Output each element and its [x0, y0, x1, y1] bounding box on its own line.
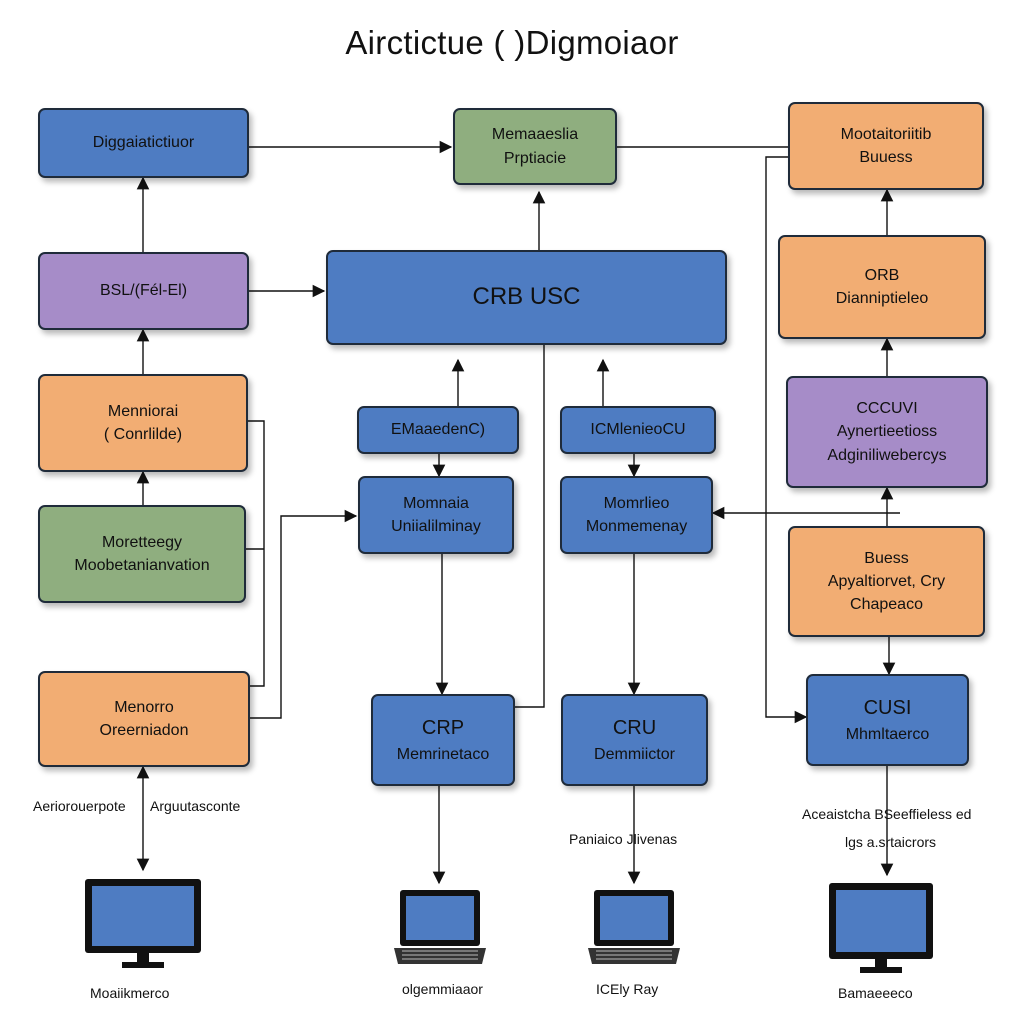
caption-center: Paniaico Jlivenas — [569, 831, 678, 847]
caption-left-a: Aeriorouerpote — [33, 798, 126, 814]
node-mid-left-2: Momnaia Uniialilminay — [358, 476, 514, 554]
node-left-4: Moretteegy Moobetanianvation — [38, 505, 246, 603]
caption-left-b: Arguutasconte — [150, 798, 241, 814]
node-mid-left-1: EMaaedenC) — [357, 406, 519, 454]
node-top-center: Memaaeslia Prptiacie — [453, 108, 617, 185]
node-mid-left-3: CRP Memrinetaco — [371, 694, 515, 786]
node-top-right: Mootaitoriitib Buuess — [788, 102, 984, 190]
monitor-icon — [85, 879, 201, 968]
edge — [515, 345, 545, 708]
edge — [250, 509, 358, 719]
node-center-main: CRB USC — [326, 250, 727, 345]
node-right-2: ORB Dianniptieleo — [778, 235, 986, 339]
node-left-2: BSL/(Fél-El) — [38, 252, 249, 330]
device-label: Bamaeeeco — [838, 985, 913, 1001]
node-mid-right-3: CRU Demmiictor — [561, 694, 708, 786]
node-right-3: CCCUVI Aynertieetioss Adginiliwebercys — [786, 376, 988, 488]
laptop-icon — [394, 890, 486, 964]
device-label: Moaiikmerco — [90, 985, 170, 1001]
node-left-5: Menorro Oreerniadon — [38, 671, 250, 767]
node-right-5: CUSI Mhmltaerco — [806, 674, 969, 766]
caption-right-2: lgs a.srtaicrors — [845, 834, 937, 850]
caption-right-1: Aceaistcha BSeeffieless ed — [802, 806, 972, 822]
device-label: ICEly Ray — [596, 981, 659, 997]
edge — [765, 156, 808, 724]
node-top-left: Diggaiatictiuor — [38, 108, 249, 178]
node-mid-right-2: Momrlieo Monmemenay — [560, 476, 713, 554]
node-mid-right-1: ICMlenieoCU — [560, 406, 716, 454]
device-label: olgemmiaaor — [402, 981, 483, 997]
laptop-icon — [588, 890, 680, 964]
node-right-4: Buess Apyaltiorvet, Cry Chapeaco — [788, 526, 985, 637]
diagram-title: Airctictue ( )Digmoiaor — [345, 24, 679, 61]
node-left-3: Menniorai ( Conrlilde) — [38, 374, 248, 472]
edge — [248, 420, 265, 687]
monitor-icon — [829, 883, 933, 973]
